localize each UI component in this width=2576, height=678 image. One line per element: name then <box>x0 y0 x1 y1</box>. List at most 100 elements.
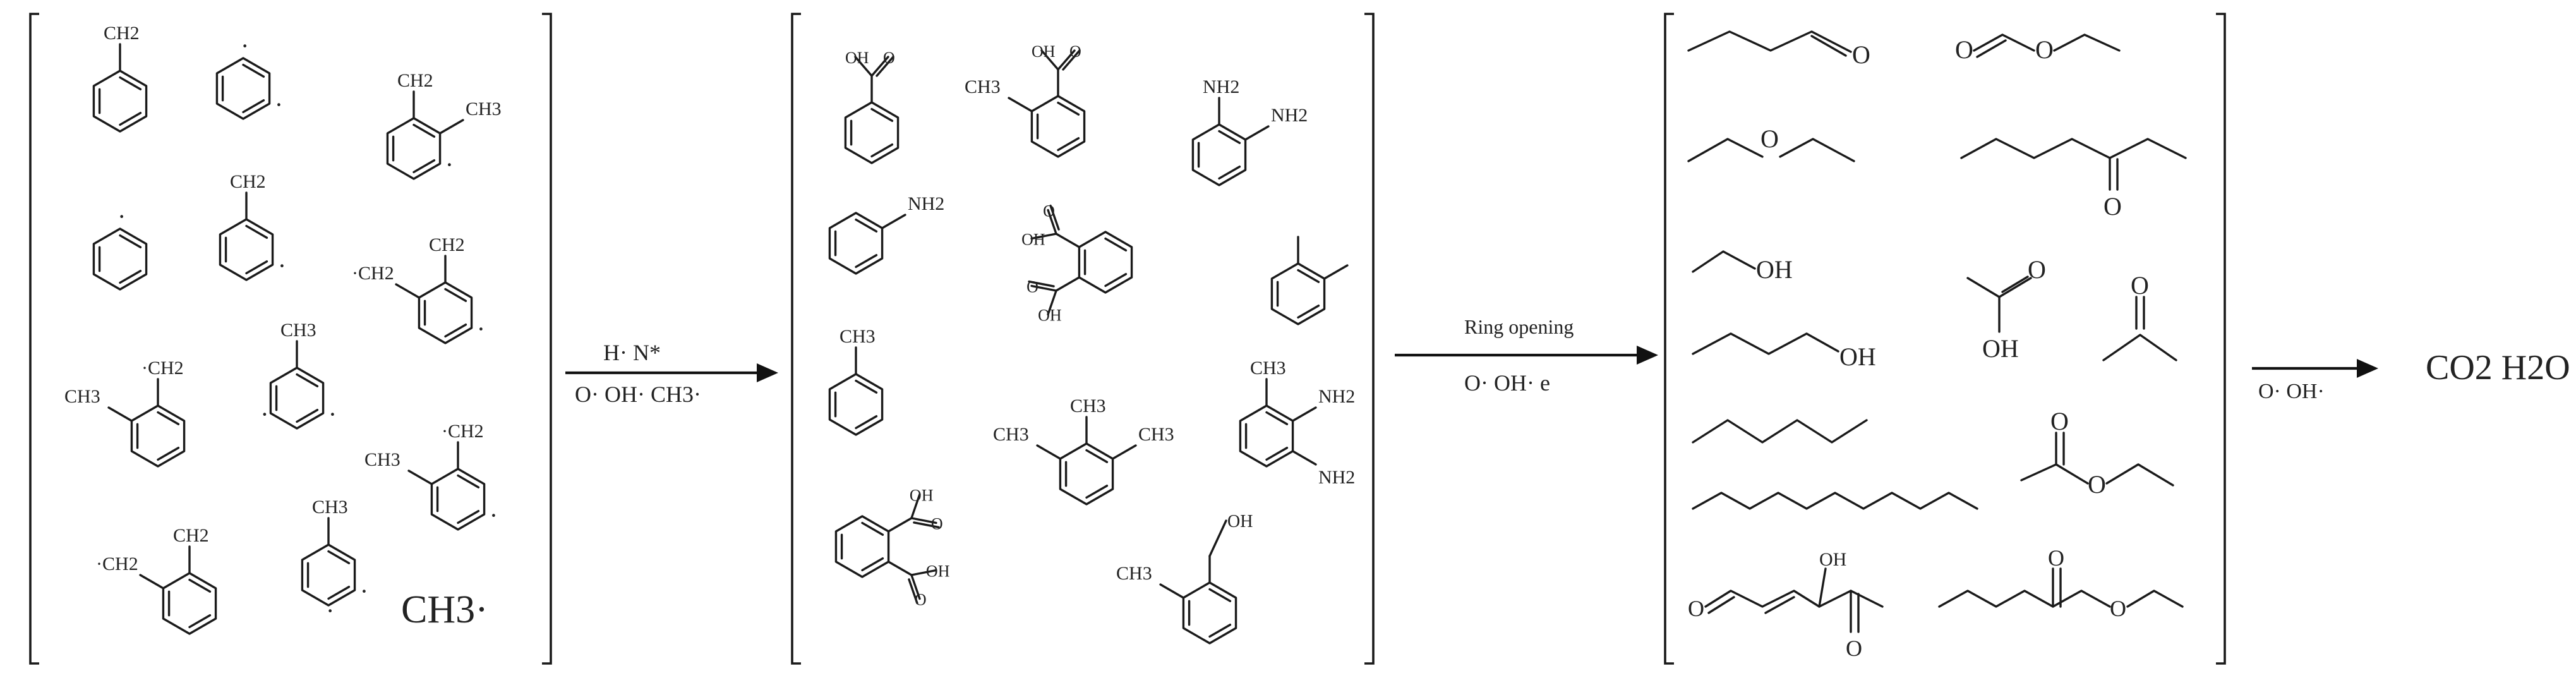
svg-text:OH: OH <box>1756 255 1793 284</box>
svg-text:O: O <box>2131 271 2149 300</box>
svg-text:O: O <box>2104 192 2122 221</box>
arrow-1-below-label: O· OH· CH3· <box>575 382 701 407</box>
arrow-2-above-label: Ring opening <box>1464 315 1574 338</box>
s2-methylbenzyl-alcohol: OH CH3 <box>1116 512 1253 645</box>
s1-phenyl-radical-top-ring <box>215 57 271 120</box>
s2-methylbenzyl-alcohol-ring <box>1182 581 1237 645</box>
s2-methylbenzyl-alcohol-substituent: CH3 <box>1116 563 1152 584</box>
svg-text:O: O <box>1760 124 1779 153</box>
s2-phthalic-acid-low-carbonyl-o: O <box>931 515 943 533</box>
arrow-3-below-label: O· OH· <box>2258 380 2325 403</box>
s1-tolyl-radical-bottom-ring <box>301 543 356 607</box>
s3-butanal-o: O <box>1852 40 1870 69</box>
s1-tolyl-radical-mid-radical-dot: · <box>278 251 286 280</box>
s1-phenyl-radical-mid: · <box>92 202 148 291</box>
s3-hydroxy-oxo-aldehyde: O OH O <box>1688 549 1884 661</box>
s2-methyl-diaminobenzene-substituent: CH3 <box>1250 358 1286 378</box>
s1-xylyl-radical-top-substituent: CH2 <box>397 70 433 91</box>
s1-methylbenzyl-right: CH3·CH2· <box>364 421 498 531</box>
s3-butanol: OH <box>1692 332 1876 371</box>
s1-methylbenzyl-left-substituent: CH3 <box>64 386 100 407</box>
arrow-1: H· N* O· OH· CH3· <box>565 340 778 407</box>
s3-ethyl-acetate: O O <box>2020 407 2174 499</box>
svg-text:O: O <box>2035 35 2054 64</box>
s2-phthalic-acid-low-hydroxyl: OH <box>926 562 950 580</box>
svg-text:OH: OH <box>1839 342 1876 371</box>
s3-ethoxy-heptanone: O O <box>1938 545 2184 621</box>
stage2-bracket <box>791 13 1375 665</box>
svg-text:O: O <box>2048 545 2064 571</box>
s2-benzoic-acid-ring <box>844 101 900 164</box>
s1-xylyl-radical-mid-substituent: ·CH2 <box>352 263 394 284</box>
svg-text:O: O <box>1846 636 1862 661</box>
s3-acetone: O <box>2102 271 2177 361</box>
s3-acetic-acid: O OH <box>1966 255 2046 363</box>
s1-benzyl-radical: CH2 <box>92 23 148 133</box>
s2-methyl-diaminobenzene-substituent: NH2 <box>1318 386 1355 407</box>
s2-methyl-diaminobenzene-ring <box>1239 404 1294 468</box>
s1-benzyl-radical-ring <box>92 70 148 133</box>
s2-toluic-acid-substituent: CH3 <box>965 76 1001 97</box>
s2-phthalic-acid-mid-carbonyl-o: O <box>1026 277 1038 296</box>
s3-diethyl-ether: O <box>1687 124 1855 162</box>
s2-toluic-acid-hydroxyl: OH <box>1032 42 1056 61</box>
s1-xylyl-radical-mid: ·CH2 CH2 · <box>352 234 485 344</box>
s2-toluene-ring <box>828 373 884 436</box>
s1-tolyl-radical-low-radical-dot: · <box>260 400 268 428</box>
s2-phthalic-acid-mid-hydroxyl: OH <box>1021 231 1045 249</box>
s1-tolyl-radical-mid: CH2· <box>219 171 286 281</box>
s1-xylyl-radical-top-substituent: CH3 <box>466 99 502 119</box>
svg-text:O: O <box>2110 596 2126 621</box>
s1-xylyl-radical-mid-substituent: CH2 <box>429 234 465 255</box>
s1-xylyl-radical-top-ring <box>386 117 442 180</box>
svg-text:O: O <box>2050 407 2069 435</box>
s3-decane <box>1692 492 1978 510</box>
s2-methylbenzyl-alcohol-hydroxyl: OH <box>1227 512 1253 531</box>
s1-tolyl-radical-low-substituent: CH3 <box>280 320 316 341</box>
s1-tolyl-radical-bottom-radical-dot: · <box>326 596 334 625</box>
final-products: CO2 H2O <box>2426 348 2570 387</box>
s1-tolyl-radical-low-ring <box>269 366 325 430</box>
s2-o-xylene <box>1270 236 1349 325</box>
s2-toluic-acid-carbonyl-o: O <box>1069 42 1081 61</box>
s3-ethyl-formate: O O <box>1955 33 2121 64</box>
s2-phthalic-acid-mid-ring <box>1078 231 1133 294</box>
s1-phenyl-radical-top-radical-dot: · <box>241 32 249 60</box>
s1-tolyl-radical-mid-ring <box>219 218 274 281</box>
s2-benzoic-acid: OOH <box>844 49 900 164</box>
s2-phthalic-acid-mid-carbonyl-o: O <box>1043 202 1055 220</box>
s3-ethanol: OH <box>1692 250 1793 284</box>
stage1-bracket <box>29 13 552 665</box>
svg-text:O: O <box>2088 470 2106 499</box>
svg-text:OH: OH <box>1819 549 1846 570</box>
s2-toluic-acid: O OH CH3 <box>965 42 1086 158</box>
s2-phthalic-acid-low-carbonyl-o: O <box>915 591 927 609</box>
s1-methylbenzyl-right-radical-dot: · <box>490 501 498 530</box>
s1-xylyl-radical-low-substituent: ·CH2 <box>96 554 138 574</box>
s1-phenyl-radical-mid-ring <box>92 227 148 291</box>
s1-phenyl-radical-top-radical-dot: · <box>275 90 283 119</box>
s1-methyl-radical: CH3· <box>401 588 488 631</box>
s1-methylbenzyl-left-ring <box>130 404 186 468</box>
s2-phthalic-acid-low: O OH O OH <box>834 486 950 609</box>
s1-tolyl-radical-bottom-substituent: CH3 <box>312 497 348 518</box>
s1-methylbenzyl-left-substituent: ·CH2 <box>141 358 184 378</box>
s2-aniline: NH2 <box>828 193 944 275</box>
s1-tolyl-radical-bottom: CH3·· <box>301 497 368 625</box>
stage3-aliphatic-products: O O O O O OH O OH <box>1687 30 2187 661</box>
s1-xylyl-radical-mid-radical-dot: · <box>477 315 485 343</box>
s2-phthalic-acid-low-hydroxyl: OH <box>910 486 934 504</box>
s1-methylbenzyl-right-ring <box>430 468 486 531</box>
s3-butanal: O <box>1687 30 1870 69</box>
s1-xylyl-radical-mid-ring <box>418 281 473 344</box>
s2-trimethylbenzene-substituent: CH3 <box>993 424 1029 445</box>
stage3-bracket <box>1664 13 2226 665</box>
s2-methyl-diaminobenzene-substituent: NH2 <box>1318 467 1355 488</box>
